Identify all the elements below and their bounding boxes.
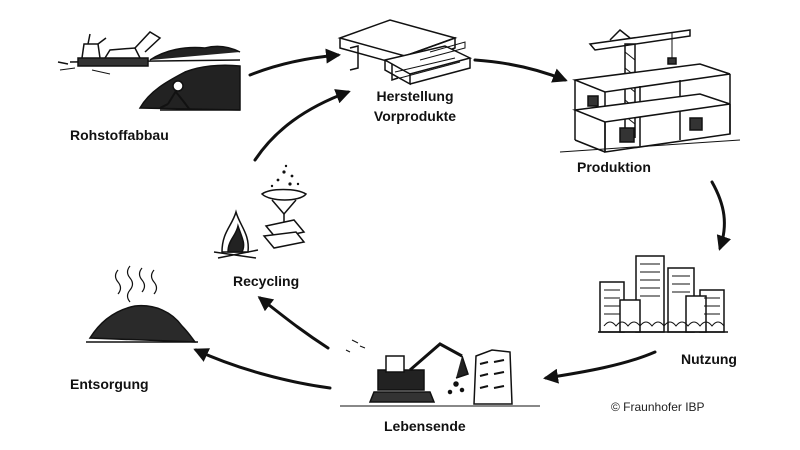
stage-label-entsorgung: Entsorgung (70, 376, 149, 392)
stage-label-nutzung: Nutzung (681, 351, 737, 367)
copyright-text: © Fraunhofer IBP (611, 400, 705, 414)
city-illustration (598, 255, 728, 333)
arrow-recycling-to-herstellung (253, 89, 351, 162)
arrow-herstellung-to-produktion (473, 58, 568, 83)
steel-beams-illustration (337, 19, 473, 86)
arrow-lebensende-to-recycling (257, 296, 330, 350)
stage-label-rohstoffabbau: Rohstoffabbau (70, 127, 169, 143)
construction-illustration (559, 28, 741, 153)
stage-label-herstellung: Herstellung Vorprodukte (360, 86, 470, 126)
arrow-produktion-to-nutzung (710, 180, 732, 251)
arrow-rohstoff-to-herstellung (248, 48, 341, 77)
stage-label-recycling: Recycling (233, 273, 300, 289)
demolition-illustration (340, 339, 540, 407)
stage-label-produktion: Produktion (577, 159, 651, 175)
cycle-arrows (193, 48, 732, 390)
stage-label-herstellung-line2: Vorprodukte (373, 108, 457, 124)
stage-label-lebensende: Lebensende (384, 418, 466, 434)
mining-illustration (57, 31, 241, 111)
arrow-nutzung-to-lebensende (543, 350, 657, 384)
recycling-illustration (213, 164, 308, 259)
stage-label-herstellung-line1: Herstellung (376, 88, 454, 104)
arrow-lebensende-to-entsorgung (193, 348, 332, 390)
landfill-illustration (86, 265, 198, 343)
